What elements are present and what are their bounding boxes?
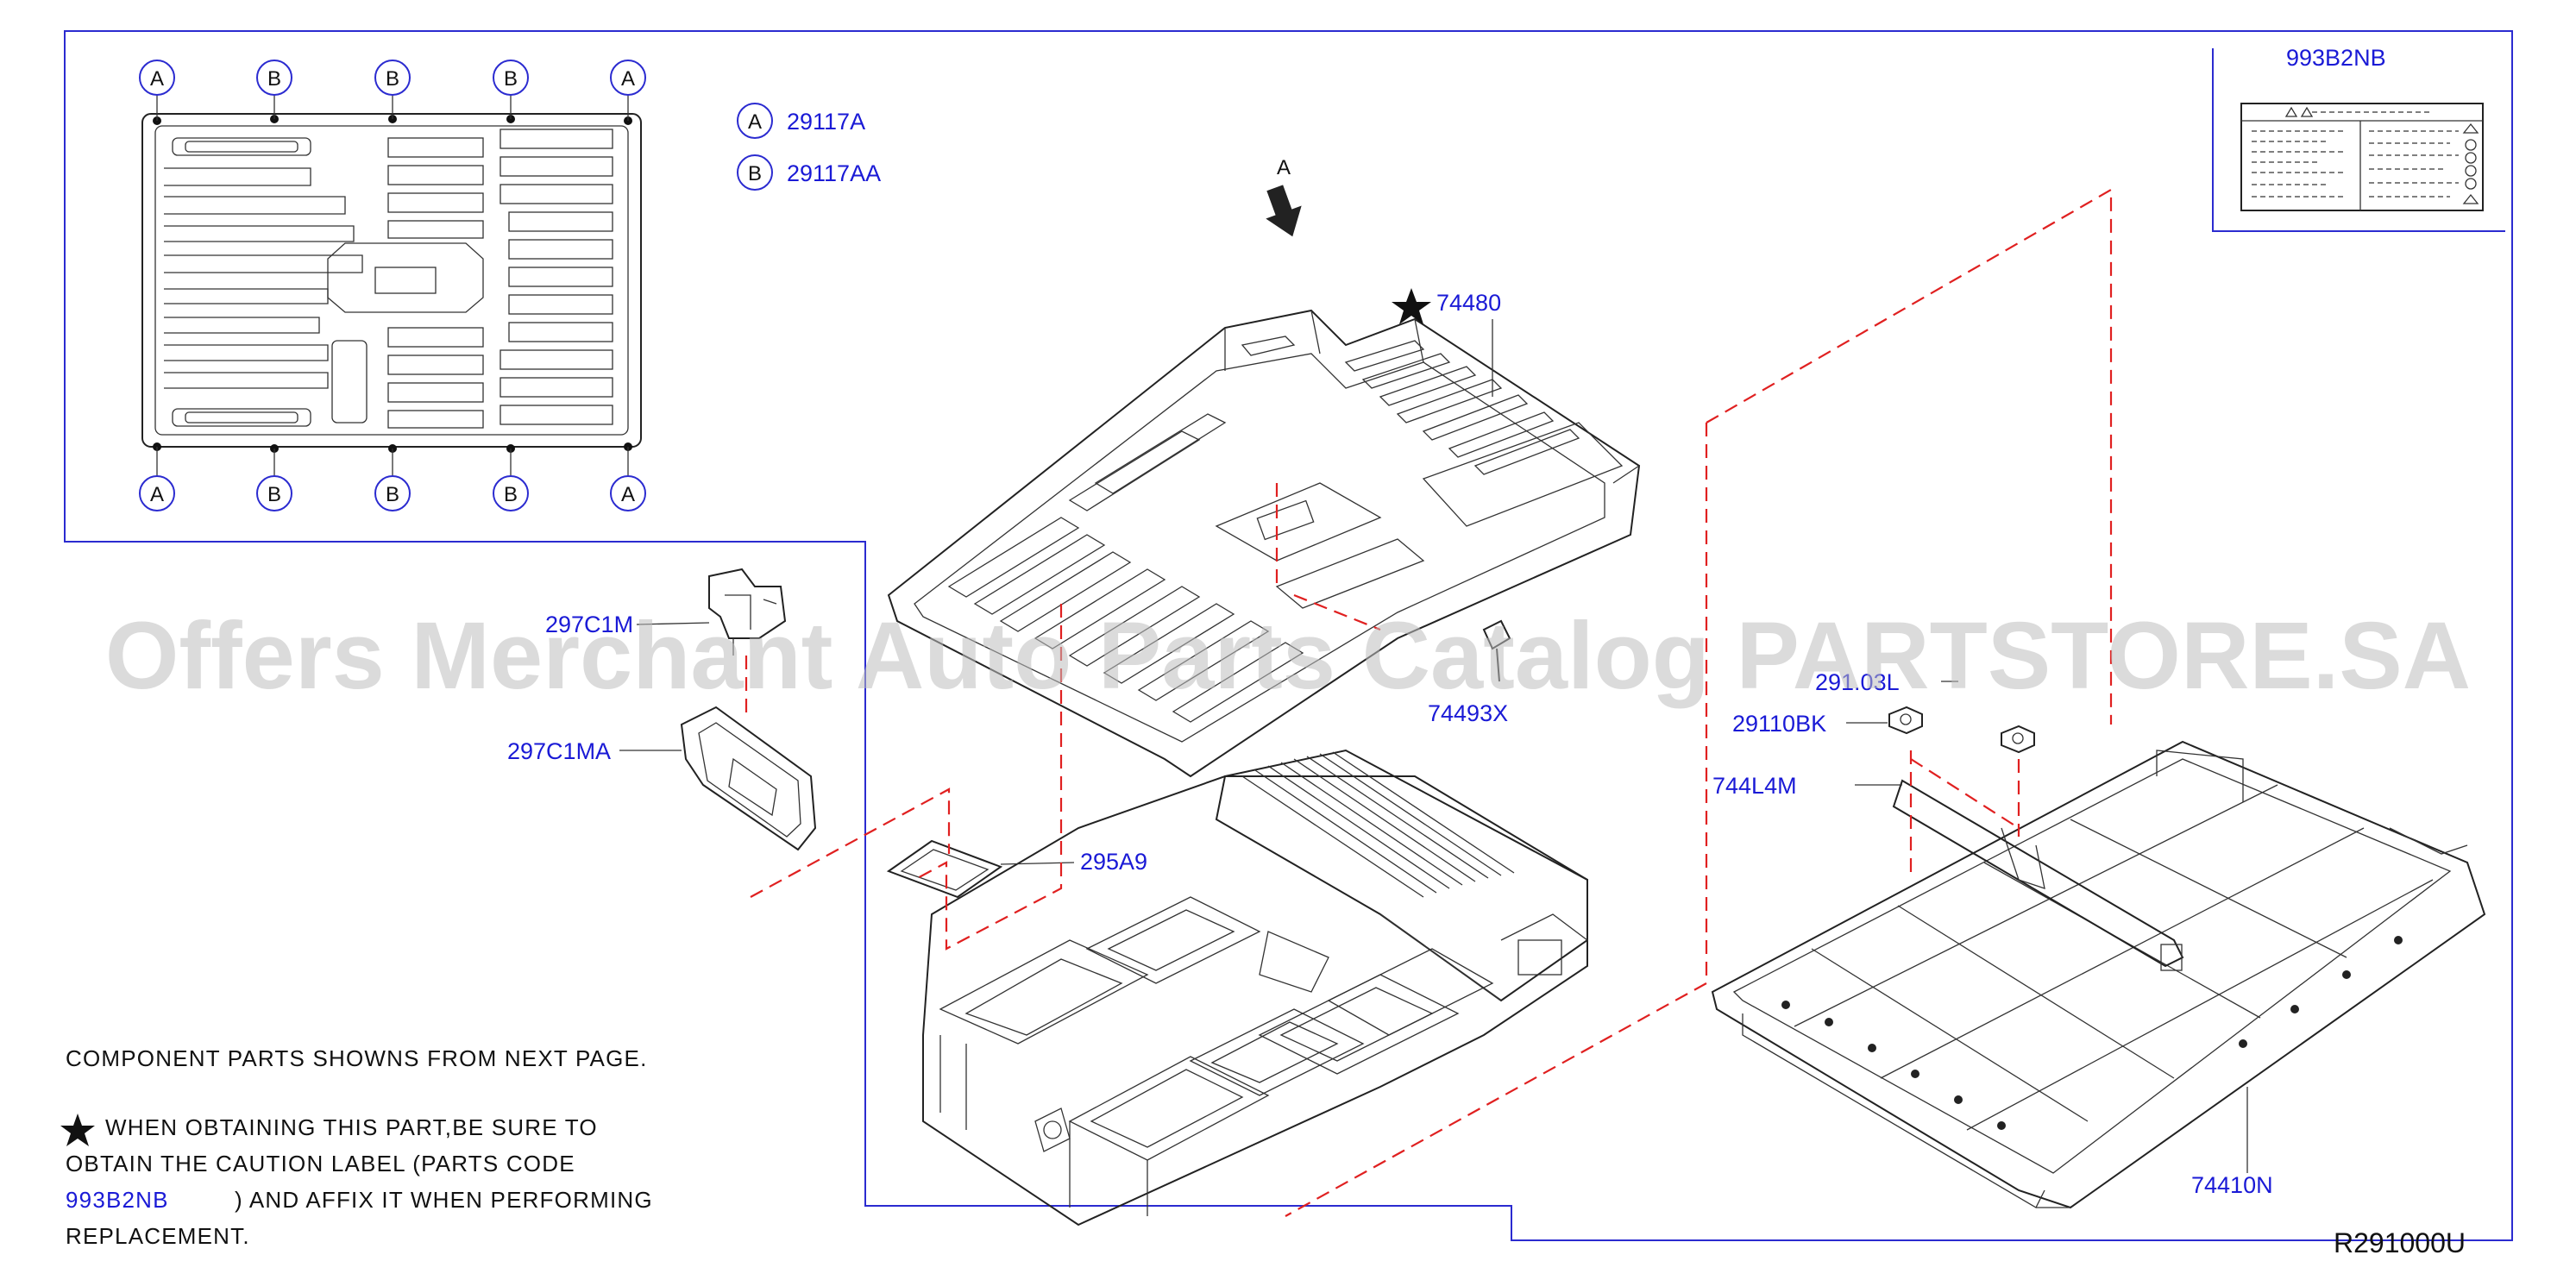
battery-modules xyxy=(922,749,1588,1227)
svg-text:B: B xyxy=(386,67,399,91)
ref-circle-a: A xyxy=(139,475,175,511)
housing-297c1ma xyxy=(680,706,817,851)
svg-text:B: B xyxy=(504,67,518,91)
plate-295a9 xyxy=(886,839,1003,899)
svg-text:A: A xyxy=(1277,156,1291,179)
ref-circle-b: B xyxy=(256,475,292,511)
caution-label-panel: 993B2NB xyxy=(2212,45,2505,232)
svg-text:A: A xyxy=(150,67,164,91)
svg-text:B: B xyxy=(386,483,399,506)
part-74410n-label[interactable]: 74410N xyxy=(2191,1172,2273,1198)
ref-circle-b: B xyxy=(374,475,411,511)
part-297c1m-label[interactable]: 297C1M xyxy=(545,612,633,637)
cover-plan-view xyxy=(141,95,642,476)
svg-text:A: A xyxy=(621,483,635,506)
grommet-74493x xyxy=(1482,619,1511,682)
part-29110bk-label[interactable]: 29110BK xyxy=(1732,711,1826,737)
part-297c1ma-label[interactable]: 297C1MA xyxy=(507,738,611,764)
svg-text:B: B xyxy=(267,67,281,91)
diagram-id: R291000U xyxy=(2334,1227,2466,1258)
ref-circle-b: B xyxy=(256,60,292,96)
svg-text:A: A xyxy=(150,483,164,506)
note-star-icon xyxy=(60,1114,95,1146)
battery-tray-74410n xyxy=(1711,740,2486,1209)
nut-29110bk xyxy=(1888,706,1923,735)
view-arrow-icon: A xyxy=(1266,156,1302,237)
battery-cover-74480 xyxy=(887,309,1641,778)
ref-circle-a: A xyxy=(610,475,646,511)
part-744l4m-label[interactable]: 744L4M xyxy=(1712,773,1797,799)
caution-label-code[interactable]: 993B2NB xyxy=(2286,45,2386,71)
note-line-3: OBTAIN THE CAUTION LABEL (PARTS CODE xyxy=(66,1151,575,1176)
part-74480-label[interactable]: 74480 xyxy=(1436,290,1501,316)
svg-text:B: B xyxy=(504,483,518,506)
note-component-parts: COMPONENT PARTS SHOWNS FROM NEXT PAGE. xyxy=(66,1045,648,1071)
legend-b: B xyxy=(737,154,773,191)
diagram-frame xyxy=(64,30,2513,1241)
legend-a: A xyxy=(737,103,773,139)
ref-circle-a: A xyxy=(610,60,646,96)
bracket-744l4m xyxy=(1892,779,2184,971)
part-295a9-label[interactable]: 295A9 xyxy=(1080,849,1147,875)
phantom-lines xyxy=(745,188,2113,1217)
connector-297c1m xyxy=(708,568,787,656)
ref-circle-b: B xyxy=(493,475,529,511)
svg-text:A: A xyxy=(748,110,762,134)
ref-circle-b: B xyxy=(374,60,411,96)
part-74493x-label[interactable]: 74493X xyxy=(1428,700,1508,726)
star-icon xyxy=(1392,288,1431,324)
note-line-2: WHEN OBTAINING THIS PART,BE SURE TO xyxy=(105,1114,598,1140)
note-line-5: REPLACEMENT. xyxy=(66,1223,250,1249)
ref-circle-a: A xyxy=(139,60,175,96)
ref-circle-b: B xyxy=(493,60,529,96)
legend-a-code[interactable]: 29117A xyxy=(787,109,865,135)
svg-text:B: B xyxy=(267,483,281,506)
note-caution-code[interactable]: 993B2NB xyxy=(66,1187,169,1213)
legend-b-code[interactable]: 29117AA xyxy=(787,160,881,186)
nut-29110bl xyxy=(2001,725,2035,754)
watermark: Offers Merchant Auto Parts Catalog PARTS… xyxy=(105,603,2471,709)
svg-text:A: A xyxy=(621,67,635,91)
svg-text:B: B xyxy=(748,162,762,185)
part-29110bl-label[interactable]: 291.03L xyxy=(1815,669,1900,695)
note-line-4: ) AND AFFIX IT WHEN PERFORMING xyxy=(235,1187,653,1213)
